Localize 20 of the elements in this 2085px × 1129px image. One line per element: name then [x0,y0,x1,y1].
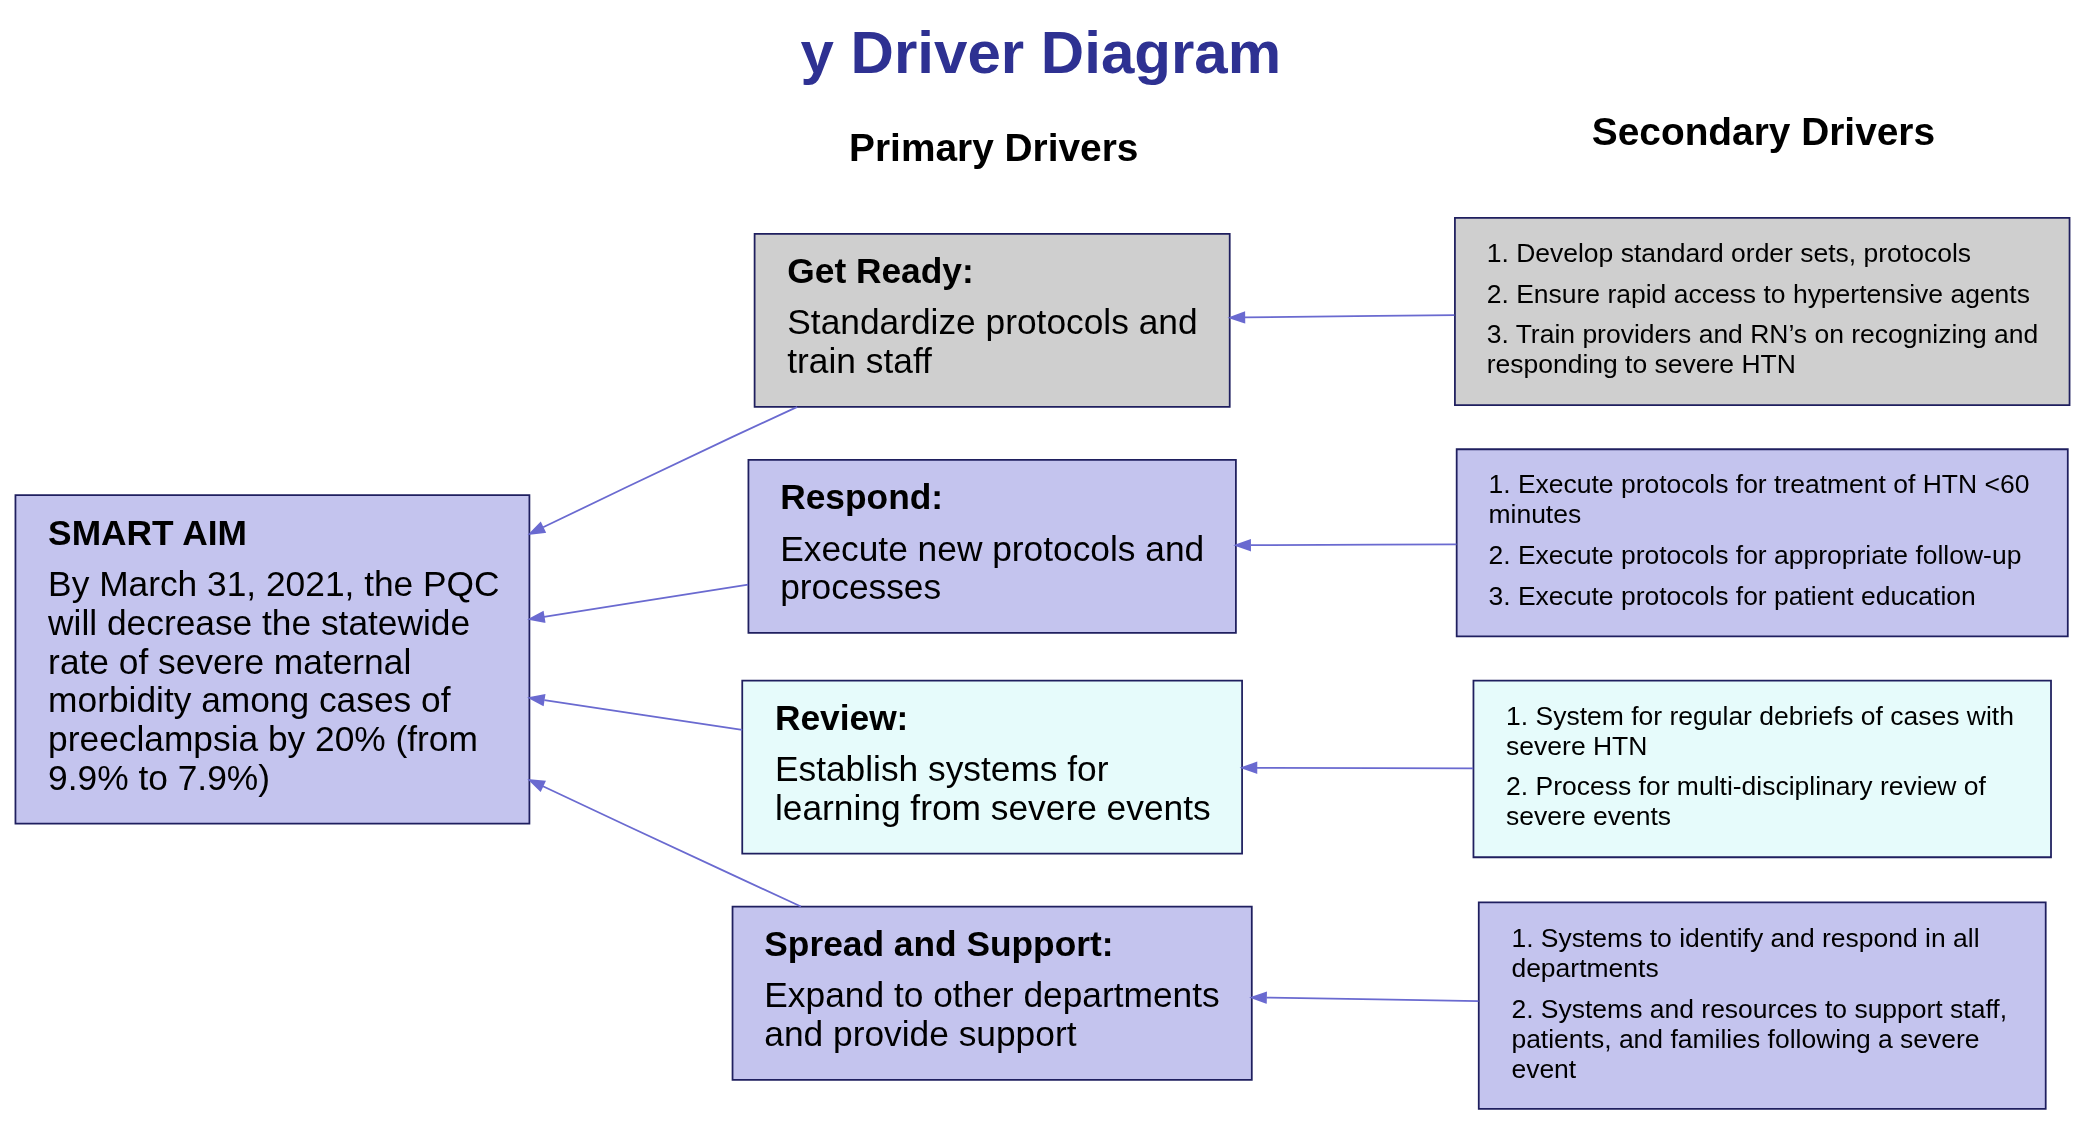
arrow [1239,761,1475,774]
arrow [527,406,799,535]
arrow [527,583,750,623]
node-box: Get Ready: Standardize protocols and train staff [753,232,1231,408]
arrow [1233,539,1458,552]
label: Secondary Drivers [1591,109,1936,153]
label: Primary Drivers [849,125,1139,169]
node-box: 1. Systems to identify and respond in all departments 2. Systems and resources to support staff, patients, and families following a severe event [1477,901,2047,1110]
node-box: 1. System for regular debriefs of cases with severe HTN 2. Process for multi-disciplinary review of severe events [1472,679,2052,859]
diagram-title: y Driver Diagram [800,19,1282,87]
arrow [527,778,802,908]
arrow [1249,991,1480,1004]
arrow [527,694,744,731]
node-box: SMART AIM By March 31, 2021, the PQC will decrease the statewide rate of severe maternal morbidity among cases of preeclampsia by 20% (from 9.9% to 7.9%) [14,494,531,825]
node-box: Review: Establish systems for learning from severe events [741,679,1243,855]
arrow [1227,311,1456,324]
node-box: Respond: Execute new protocols and processes [747,458,1237,634]
node-box: Spread and Support: Expand to other departments and provide support [731,905,1253,1081]
node-box: 1. Develop standard order sets, protocols 2. Ensure rapid access to hypertensive agents 3. Train providers and RN’s on recognizing and responding to severe HTN [1454,217,2071,406]
node-box: 1. Execute protocols for treatment of HTN <60 minutes 2. Execute protocols for appropriate follow-up 3. Execute protocols for patient education [1455,448,2069,638]
